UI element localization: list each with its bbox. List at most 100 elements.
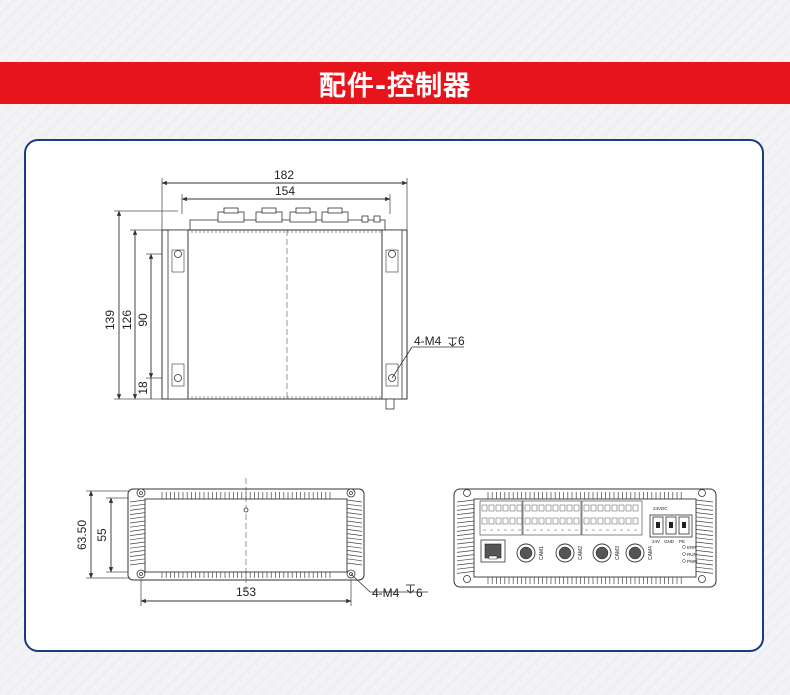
terminal-screws xyxy=(481,504,639,531)
dim-63-50-label: 63.50 xyxy=(75,520,89,550)
fin xyxy=(695,524,714,528)
power-gnd-label: GND xyxy=(664,539,675,544)
power-pe-label: PE xyxy=(679,539,685,544)
dim-182-label: 182 xyxy=(274,168,294,182)
top-hole-callout: 4-M4 xyxy=(414,334,442,348)
fin xyxy=(456,533,475,536)
terminal-screw xyxy=(590,504,597,512)
fin xyxy=(456,545,475,549)
front-view: 24VDC 24V GND PE ERR RUN PWR xyxy=(453,488,717,588)
dim-55-label: 55 xyxy=(95,528,109,542)
fin xyxy=(695,520,714,524)
terminal-screw xyxy=(495,517,502,525)
fin xyxy=(456,541,475,545)
terminal-screw xyxy=(597,517,604,525)
terminal-screw xyxy=(509,517,516,525)
fin xyxy=(129,503,146,507)
fin xyxy=(129,516,146,520)
led-run-label: RUN xyxy=(687,552,697,557)
fin xyxy=(129,558,146,562)
terminal-screw xyxy=(632,504,639,512)
page-title: 配件-控制器 xyxy=(318,70,472,102)
fin xyxy=(456,512,475,515)
top-body xyxy=(161,229,408,400)
side-view: 63.50 55 153 4-M4 6 xyxy=(75,478,428,606)
fin xyxy=(695,516,714,520)
terminal-screw xyxy=(545,517,552,525)
top-connectors xyxy=(189,207,386,231)
fin xyxy=(346,529,363,532)
fin xyxy=(695,545,714,549)
top-mounting-holes xyxy=(174,250,396,382)
top-view: 182 154 139 126 90 18 xyxy=(103,168,465,410)
fin xyxy=(456,529,475,532)
fin xyxy=(129,529,146,532)
fin xyxy=(456,562,475,566)
fin xyxy=(129,524,146,528)
terminal-screw xyxy=(552,504,559,512)
terminal-screw xyxy=(573,517,580,525)
title-banner: 配件-控制器 xyxy=(0,62,790,104)
fin xyxy=(346,516,363,520)
cam1-label: CAM1 xyxy=(539,546,545,560)
top-bottom-connector xyxy=(385,398,395,410)
fin xyxy=(456,508,475,511)
power-pins xyxy=(656,522,686,528)
fin xyxy=(456,566,475,570)
fin xyxy=(129,541,146,545)
camera-ports xyxy=(516,543,645,563)
terminal-screw xyxy=(531,504,538,512)
terminal-screw xyxy=(618,517,625,525)
fin xyxy=(456,524,475,528)
terminal-screw xyxy=(545,504,552,512)
fin xyxy=(456,516,475,520)
fin xyxy=(695,566,714,570)
fin xyxy=(456,537,475,541)
terminal-screw xyxy=(625,504,632,512)
fin xyxy=(129,533,146,536)
terminal-screw xyxy=(618,504,625,512)
fin xyxy=(695,529,714,532)
led-pwr-label: PWR xyxy=(687,559,698,564)
side-mounting-holes xyxy=(136,488,356,579)
side-hole-depth: 6 xyxy=(416,586,423,600)
terminal-screw xyxy=(590,517,597,525)
terminal-screw xyxy=(516,517,523,525)
fin xyxy=(346,541,363,545)
terminal-screw xyxy=(538,504,545,512)
cam3-label: CAM3 xyxy=(615,546,621,560)
front-fins xyxy=(456,492,714,584)
terminal-screw xyxy=(573,504,580,512)
terminal-screw xyxy=(531,517,538,525)
fin xyxy=(346,562,363,566)
terminal-screw xyxy=(524,517,531,525)
fin xyxy=(346,537,363,541)
fin xyxy=(346,554,363,557)
fin xyxy=(129,562,146,566)
side-fins xyxy=(129,492,363,578)
terminal-screw xyxy=(559,517,566,525)
terminal-screw xyxy=(566,504,573,512)
fin xyxy=(456,571,475,574)
cam2-label: CAM2 xyxy=(578,546,584,560)
fin xyxy=(129,512,146,515)
fin xyxy=(456,550,475,553)
fin xyxy=(695,554,714,557)
led-err-label: ERR xyxy=(687,545,697,550)
fin xyxy=(346,508,363,511)
terminal-screw xyxy=(597,504,604,512)
depth-symbol-icon xyxy=(448,337,457,347)
dim-90-label: 90 xyxy=(136,313,150,327)
fin xyxy=(695,537,714,541)
terminal-screw xyxy=(559,504,566,512)
terminal-screw xyxy=(502,517,509,525)
terminal-screw xyxy=(524,504,531,512)
fin xyxy=(346,545,363,549)
terminal-screw xyxy=(604,517,611,525)
status-led-icons xyxy=(682,545,686,563)
terminal-screw xyxy=(538,517,545,525)
terminal-screw xyxy=(625,517,632,525)
fin xyxy=(695,533,714,536)
fin xyxy=(346,558,363,562)
top-hole-depth: 6 xyxy=(458,334,465,348)
